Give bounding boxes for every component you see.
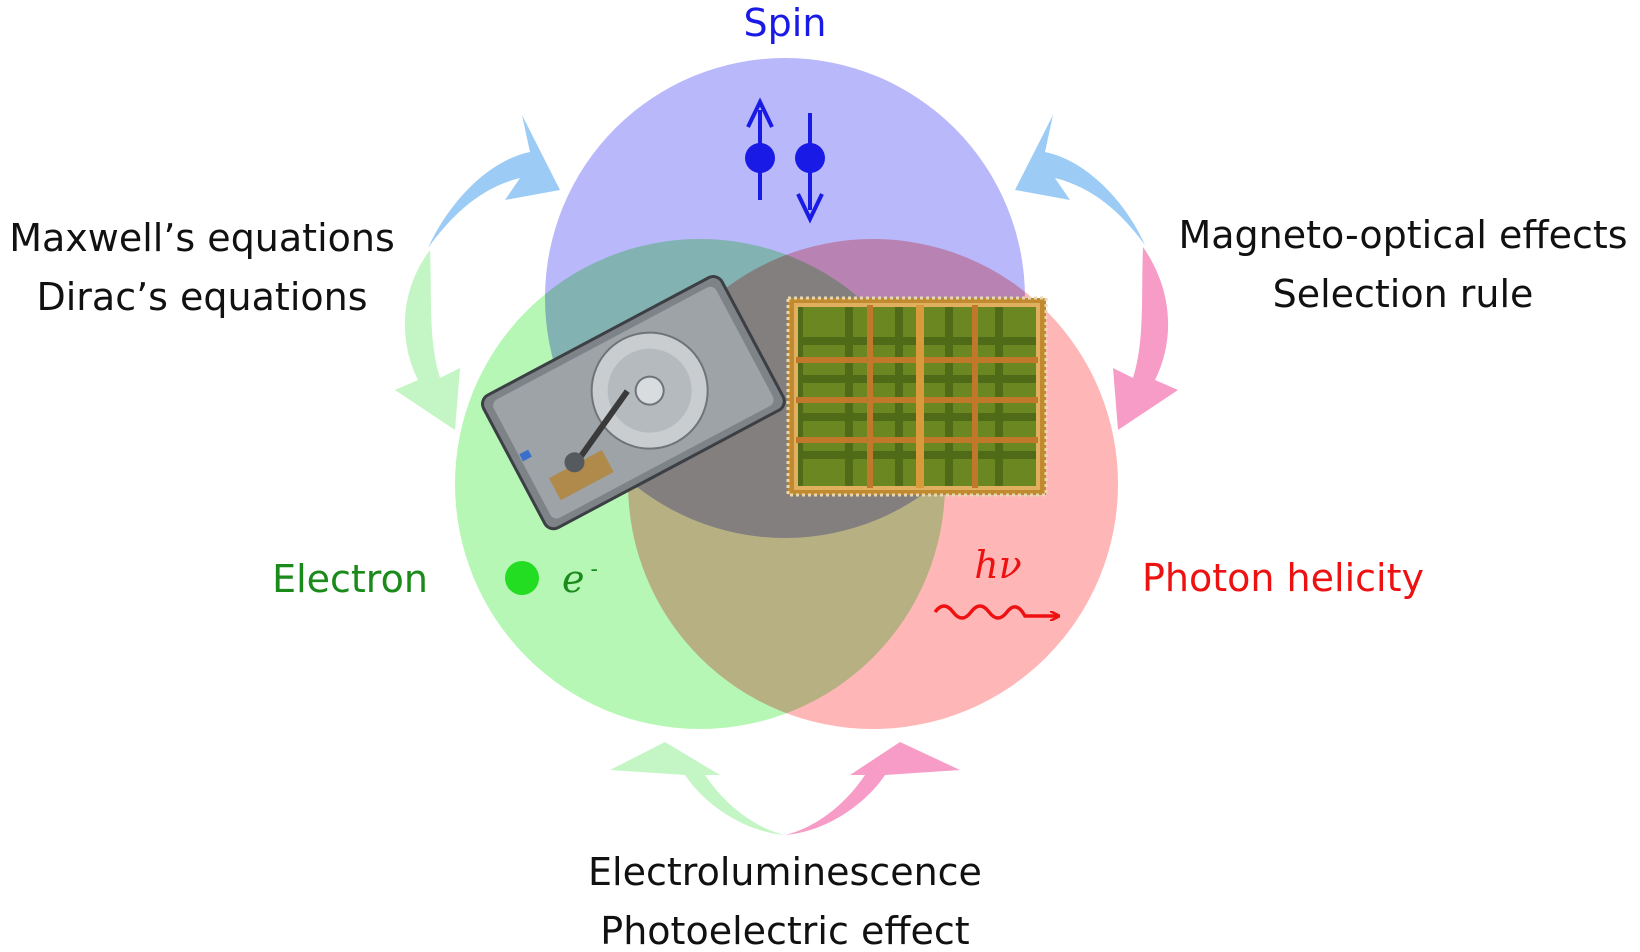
- relation-electron-photon-line-1: Electroluminescence: [588, 850, 982, 894]
- photon-symbol: hν: [974, 543, 1022, 587]
- arrow-electron-to-photon: [785, 742, 960, 835]
- relation-spin-electron-line-2: Dirac’s equations: [36, 275, 367, 319]
- relation-arrows: [395, 115, 1178, 835]
- relation-spin-photon-line-1: Magneto-optical effects: [1178, 213, 1627, 257]
- electron-symbol: e-: [562, 557, 598, 601]
- spin-title: Spin: [744, 1, 827, 45]
- relation-spin-electron-line-1: Maxwell’s equations: [9, 216, 395, 260]
- arrow-spin-to-photon: [1113, 247, 1178, 430]
- relation-spin-photon-line-2: Selection rule: [1273, 272, 1534, 316]
- spin-symbols: [745, 97, 825, 224]
- spin-down-icon: [795, 113, 825, 224]
- chip-image: [786, 296, 1048, 497]
- photon-wave-icon: [933, 604, 1058, 618]
- arrow-electron-to-spin: [428, 115, 560, 248]
- hard-disk-image: [481, 275, 786, 531]
- photon-title: Photon helicity: [1142, 556, 1424, 600]
- electron-dot-icon: [505, 561, 539, 595]
- arrow-photon-to-spin: [1015, 115, 1145, 245]
- spin-up-icon: [745, 97, 775, 200]
- electron-title: Electron: [272, 557, 428, 601]
- arrow-photon-to-electron: [610, 742, 785, 835]
- relation-electron-photon-line-2: Photoelectric effect: [600, 909, 969, 952]
- arrow-spin-to-electron: [395, 250, 460, 430]
